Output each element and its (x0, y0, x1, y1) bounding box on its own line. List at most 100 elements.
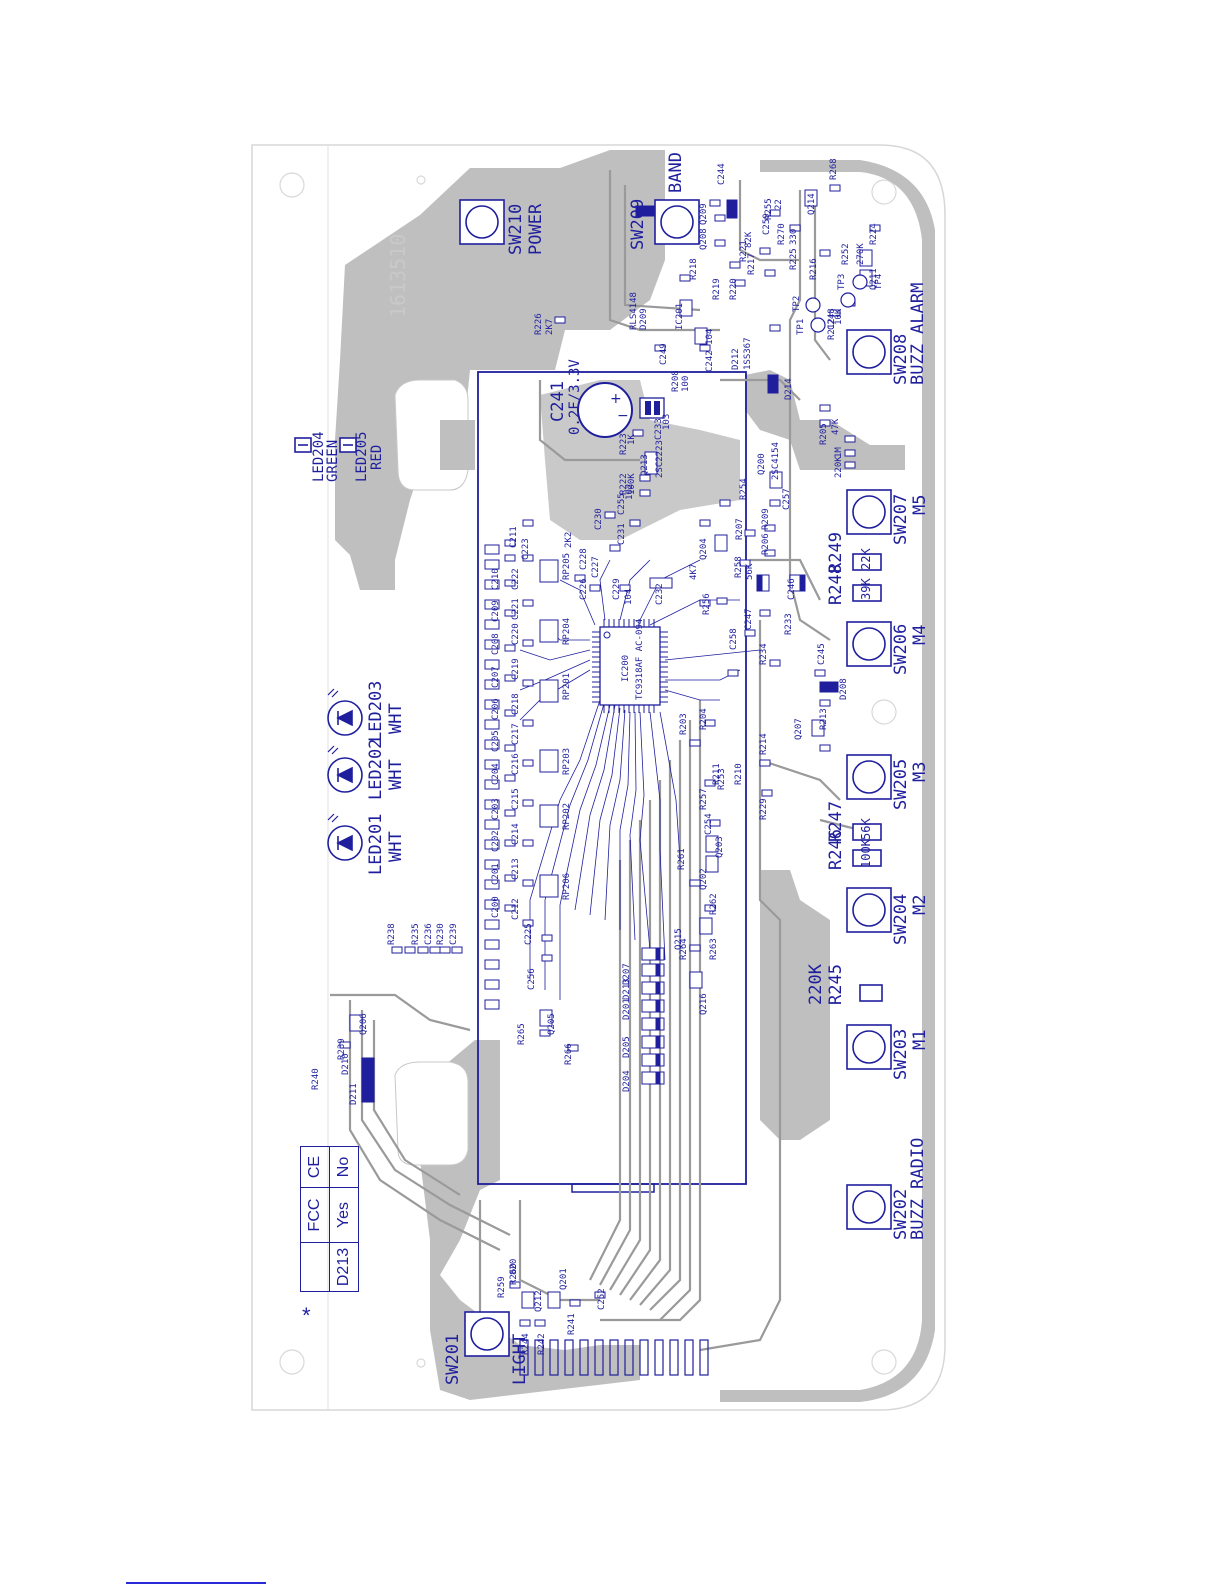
label-c214: C214 (511, 823, 521, 845)
label-c231: C231 (617, 523, 627, 545)
label-r233: R233 (784, 613, 794, 635)
label-r256: R256 (702, 593, 712, 615)
table-cell-no: No (329, 1146, 359, 1188)
label-q215: Q215 (674, 928, 684, 950)
label-rp202: RP202 (562, 802, 572, 830)
table-head-ce: CE (300, 1146, 330, 1188)
label-47k: 47K (831, 418, 841, 435)
label-r206: R206 (761, 533, 771, 555)
table-mark: * (302, 1303, 311, 1328)
label-c256: C256 (527, 968, 537, 990)
label-c228: C228 (579, 548, 589, 570)
label-q212: Q212 (534, 1290, 544, 1312)
label-c230: C230 (594, 508, 604, 530)
ic200-package (592, 619, 668, 713)
label-c242: C242 104 (705, 328, 715, 372)
label-r258: R258 (734, 556, 744, 578)
switches (459, 199, 892, 1357)
label-c204: C204 (491, 763, 501, 785)
switch-ref-sw203: SW203 (891, 1028, 911, 1080)
switch-func-m1: M1 (910, 1029, 930, 1050)
label-220k: 220K (834, 456, 844, 478)
smd-components (339, 184, 881, 1327)
label-tp3: TP3 (837, 273, 847, 290)
label-r210: R210 (734, 763, 744, 785)
label-c239: C239 (449, 923, 459, 945)
mounting-holes (279, 172, 897, 1375)
label-270k: 270K (856, 243, 866, 265)
label-q206: Q206 (359, 1013, 369, 1035)
label-r244: R244 (521, 1333, 531, 1355)
label-r204: R204 (699, 708, 709, 730)
label-tp1: TP1 (796, 318, 806, 335)
label-r217: R217 (747, 253, 757, 275)
switch-ref-sw209: SW209 (628, 198, 648, 250)
label-4k7: 4K7 (689, 563, 699, 580)
label-c209: C209 (491, 600, 501, 622)
label-c223: C223 (521, 538, 531, 560)
led205-ref: LED205 (354, 431, 370, 482)
label-r265: R265 (517, 1023, 527, 1045)
switch-ref-sw210: SW210 (506, 203, 526, 255)
label-c249: C249 (659, 343, 669, 365)
label-d211: D211 (349, 1083, 359, 1105)
r245-ref: R245 (826, 964, 846, 1005)
label-q207: Q207 (794, 718, 804, 740)
switch-func-power: POWER (526, 203, 546, 255)
label-q214: Q214 (807, 193, 817, 215)
label-r203: R203 (679, 713, 689, 735)
label-d205: D205 (622, 1036, 632, 1058)
label-c227: C227 (591, 556, 601, 578)
label-r230: R230 (436, 923, 446, 945)
switch-ref-sw207: SW207 (891, 493, 911, 545)
label-r261: R261 (677, 848, 687, 870)
label-c219: C219 (511, 658, 521, 680)
label-rp206: RP206 (562, 872, 572, 900)
label-r214: R214 (759, 733, 769, 755)
label-c211: C211 (509, 526, 519, 548)
traces (330, 170, 861, 1352)
test-points (805, 274, 868, 333)
r245-value: 220K (806, 964, 826, 1005)
label-q202: Q202 (699, 868, 709, 890)
label-104: 104 (624, 588, 634, 605)
ic200-ref: IC200 (621, 654, 631, 682)
label-c236: C236 (424, 923, 434, 945)
label-r213: R213 (819, 708, 829, 730)
label-r240: R240 (311, 1068, 321, 1090)
label-c259: C259 (762, 213, 772, 235)
label-tp2: TP2 (792, 295, 802, 312)
label-rp205: RP205 (562, 552, 572, 580)
label-c220: C220 (511, 623, 521, 645)
label-d208: D208 (839, 678, 849, 700)
label-c206: C206 (491, 698, 501, 720)
label-c245: C245 (817, 643, 827, 665)
svg-text:−: − (617, 408, 629, 424)
switch-func-m2: M2 (910, 894, 930, 915)
label-10k: 10K (834, 308, 844, 325)
label-r220: R220 (729, 278, 739, 300)
switch-func-m4: M4 (910, 624, 930, 645)
label-r224: R224 (869, 223, 879, 245)
switch-func-buzz-alarm: BUZZ ALARM (908, 283, 928, 385)
label-rp203: RP203 (562, 747, 572, 775)
led205-color: RED (369, 444, 385, 470)
label-c203: C203 (491, 798, 501, 820)
label-r263: R263 (709, 938, 719, 960)
label-rp204: RP204 (562, 617, 572, 645)
lcd-connector (571, 1183, 655, 1193)
edge-connector (519, 1339, 709, 1376)
footer-link[interactable] (126, 1582, 266, 1584)
label-c258: C258 (729, 628, 739, 650)
label-r262: R262 (709, 893, 719, 915)
label-q205: Q205 (547, 1013, 557, 1035)
switch-ref-sw201: SW201 (443, 1333, 463, 1385)
label-q213: Q213 (640, 454, 650, 476)
label-2k7: 2K7 (545, 318, 555, 335)
label-c212: C212 (511, 898, 521, 920)
label-r229: R229 (759, 798, 769, 820)
label-c254: C254 (704, 813, 714, 835)
label-q204: Q204 (699, 538, 709, 560)
label-1k: 1K (627, 434, 637, 445)
